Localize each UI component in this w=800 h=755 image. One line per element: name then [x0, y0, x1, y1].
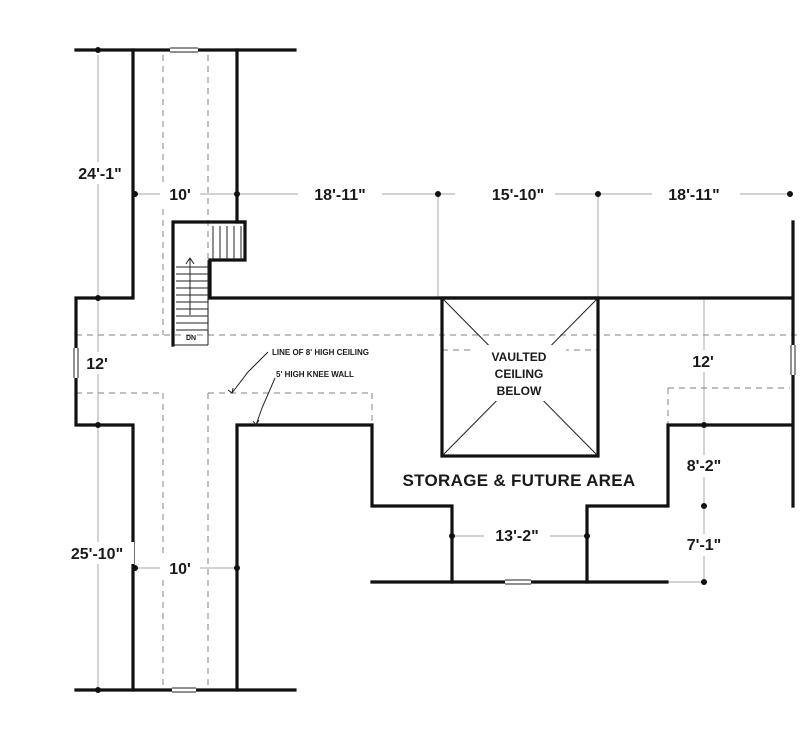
dimension-label: 10': [169, 561, 191, 578]
dimension-label: 24'-1": [78, 166, 121, 183]
dimension-label: 18'-11": [668, 187, 719, 204]
dimension-label: 15'-10": [492, 187, 544, 204]
vaulted-ceiling-label: CEILING: [495, 367, 544, 381]
dimension-label: 10': [169, 187, 191, 204]
dimension-dots: [95, 47, 793, 693]
vaulted-ceiling-label: VAULTED: [492, 350, 547, 364]
dimension-lines: [97, 55, 790, 690]
storage-area-label: STORAGE & FUTURE AREA: [403, 471, 636, 490]
stair-down-label: DN: [186, 335, 196, 342]
windows: [72, 47, 797, 694]
ceiling-line-note: LINE OF 8' HIGH CEILING: [272, 348, 369, 357]
dimension-label: 12': [692, 354, 714, 371]
stair: [171, 220, 247, 347]
dimension-label: 18'-11": [314, 187, 365, 204]
dimension-label: 7'-1": [687, 537, 722, 554]
knee-wall-note: 5' HIGH KNEE WALL: [276, 370, 354, 379]
dimension-label: 12': [86, 356, 108, 373]
vaulted-ceiling-symbol: [441, 297, 599, 457]
dimension-label: 25'-10": [71, 546, 123, 563]
note-leaders: [227, 351, 276, 426]
label-backgrounds: [62, 162, 740, 578]
vaulted-ceiling-label: BELOW: [497, 384, 542, 398]
dimension-label: 13'-2": [495, 528, 538, 545]
dimension-label: 8'-2": [687, 458, 722, 475]
ceiling-lines: [76, 55, 800, 690]
